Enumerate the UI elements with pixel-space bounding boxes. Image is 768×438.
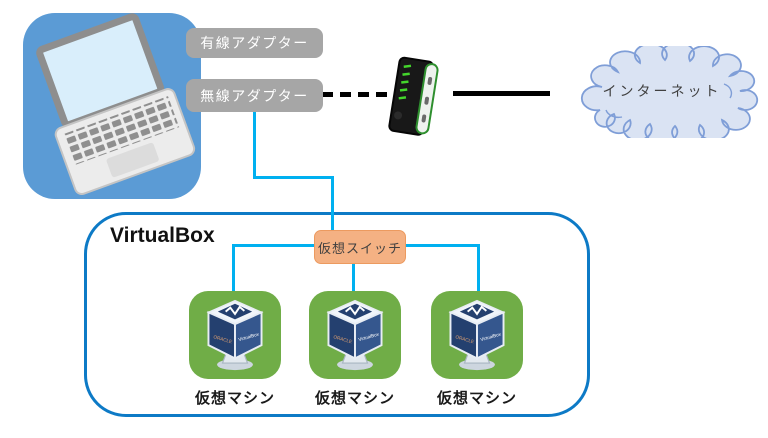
adapter-to-switch-line-v2 [331,176,334,232]
virtualbox-container [84,212,590,417]
wired-adapter-text: 有線アダプター [200,35,309,51]
wireless-to-router-dashed-line [322,92,392,97]
vm-icon-3 [431,291,523,379]
wireless-adapter-text: 無線アダプター [200,87,309,104]
vm-icon-2 [309,291,401,379]
virtual-switch-text: 仮想スイッチ [317,240,402,256]
vm-icon-1 [189,291,281,379]
switch-to-vm3-line-h [403,244,480,247]
virtualbox-cube-icon [196,296,274,374]
vm-label-3: 仮想マシン [436,390,517,407]
wired-adapter-label: 有線アダプター [186,28,323,58]
internet-label: インターネット [602,83,722,99]
adapter-to-switch-line-h [253,176,334,179]
virtualbox-title: VirtualBox [110,224,215,247]
virtualbox-cube-icon [438,296,516,374]
router-icon [388,52,450,144]
internet-cloud-shape [556,41,768,145]
switch-to-vm1-line-h [233,244,315,247]
vm-label-1: 仮想マシン [194,390,275,407]
virtualbox-cube-icon [316,296,394,374]
laptop-drawing [36,13,196,196]
switch-to-vm1-line-v [232,244,235,293]
switch-to-vm3-line-v [477,244,480,292]
vm-label-2: 仮想マシン [314,390,395,407]
virtual-switch-label: 仮想スイッチ [314,230,406,264]
switch-to-vm2-line-v [352,261,355,293]
adapter-to-switch-line-v1 [253,111,256,179]
router-to-internet-line [453,91,550,96]
laptop-icon [23,13,201,199]
wireless-adapter-label: 無線アダプター [186,79,323,112]
